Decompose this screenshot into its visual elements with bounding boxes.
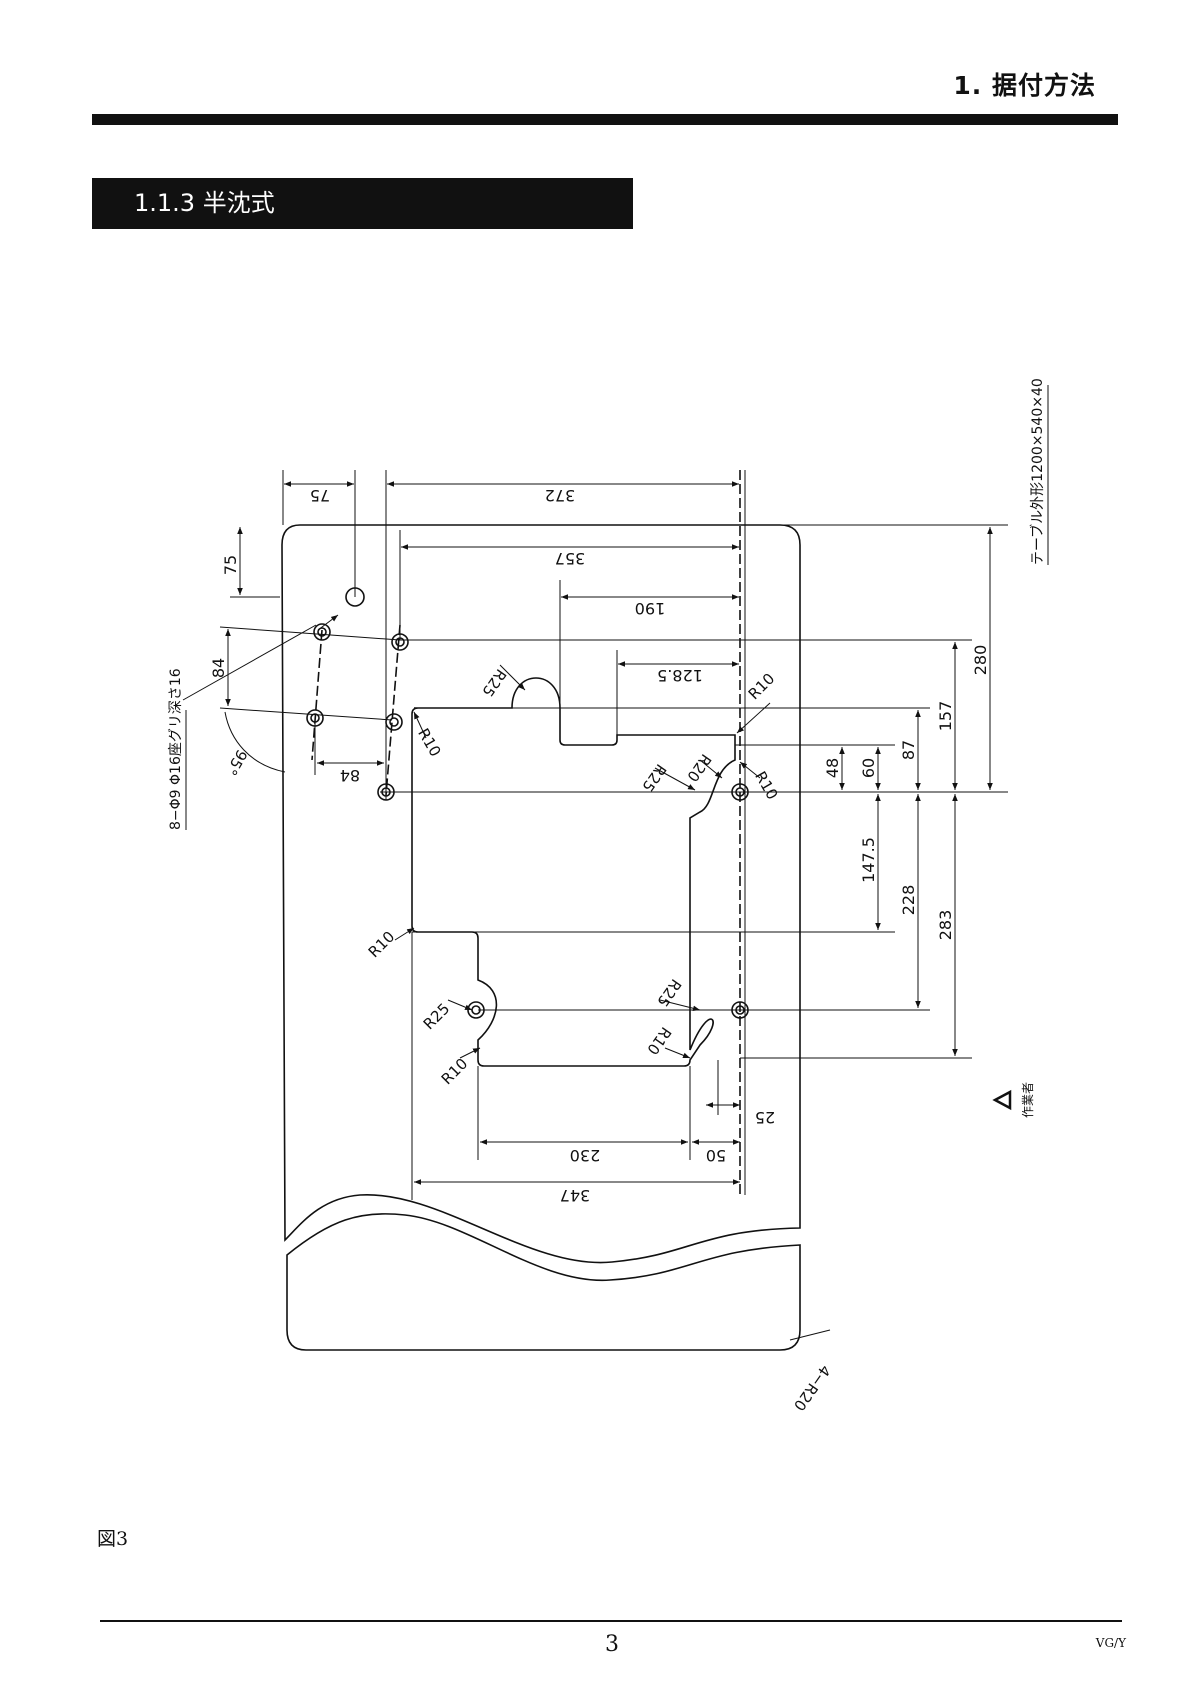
page-number: 3 [605,1632,619,1657]
radius-text-r10-lower-right: R10 [643,1024,675,1059]
dim-text-75-top: 75 [310,486,330,505]
dim-text-84-h: 84 [340,766,360,785]
dim-text-190: 190 [635,599,666,618]
hole-counterbored-4 [386,714,402,730]
dim-text-60: 60 [859,758,878,778]
dim-text-357: 357 [555,549,586,568]
radius-text-r10-left-mid: R10 [365,928,399,962]
dim-text-147-5: 147.5 [859,837,878,883]
dim-text-128-5: 128.5 [657,666,703,685]
radius-text-r10-lower-left: R10 [438,1055,472,1089]
dim-text-25: 25 [755,1108,775,1127]
hole-note: 8−Φ9 Φ16座グリ深さ16 [168,668,184,830]
dim-text-157: 157 [936,701,955,732]
operator-side-triangle-icon [995,1092,1010,1108]
footer-rule [100,1620,1122,1622]
dim-text-372: 372 [545,486,576,505]
dim-text-228: 228 [899,885,918,916]
figure-label: 図3 [97,1524,128,1551]
radius-text-r25-lower-left: R25 [420,1000,454,1034]
dim-text-84-v: 84 [209,658,228,678]
radius-text-r10-mid-right: R10 [751,768,781,803]
cutout-outline [412,678,735,1066]
dim-text-48: 48 [823,758,842,778]
dim-text-75-left: 75 [221,555,240,575]
dim-text-280: 280 [971,645,990,676]
dim-text-50: 50 [706,1146,726,1165]
center-line-v3 [312,630,322,760]
radius-text-r25-mid: R25 [638,761,670,796]
dim-text-283: 283 [936,910,955,941]
corner-radius-note: 4−R20 [790,1362,834,1415]
radius-text-r10-top-right: R10 [745,670,779,704]
dim-text-87: 87 [899,740,918,760]
document-code: VG/Y [1096,1636,1126,1650]
operator-side-note: 作業者 [1021,1082,1035,1118]
table-size-note: テーブル外形1200×540×40 [1029,378,1046,565]
dim-text-347: 347 [560,1186,591,1205]
table-outline-lower [287,1214,800,1350]
radius-text-r20-mid: R20 [683,751,715,786]
dim-text-230: 230 [570,1146,601,1165]
radius-text-r10-left-upper: R10 [414,725,444,760]
angle-note: 95° [222,746,251,778]
